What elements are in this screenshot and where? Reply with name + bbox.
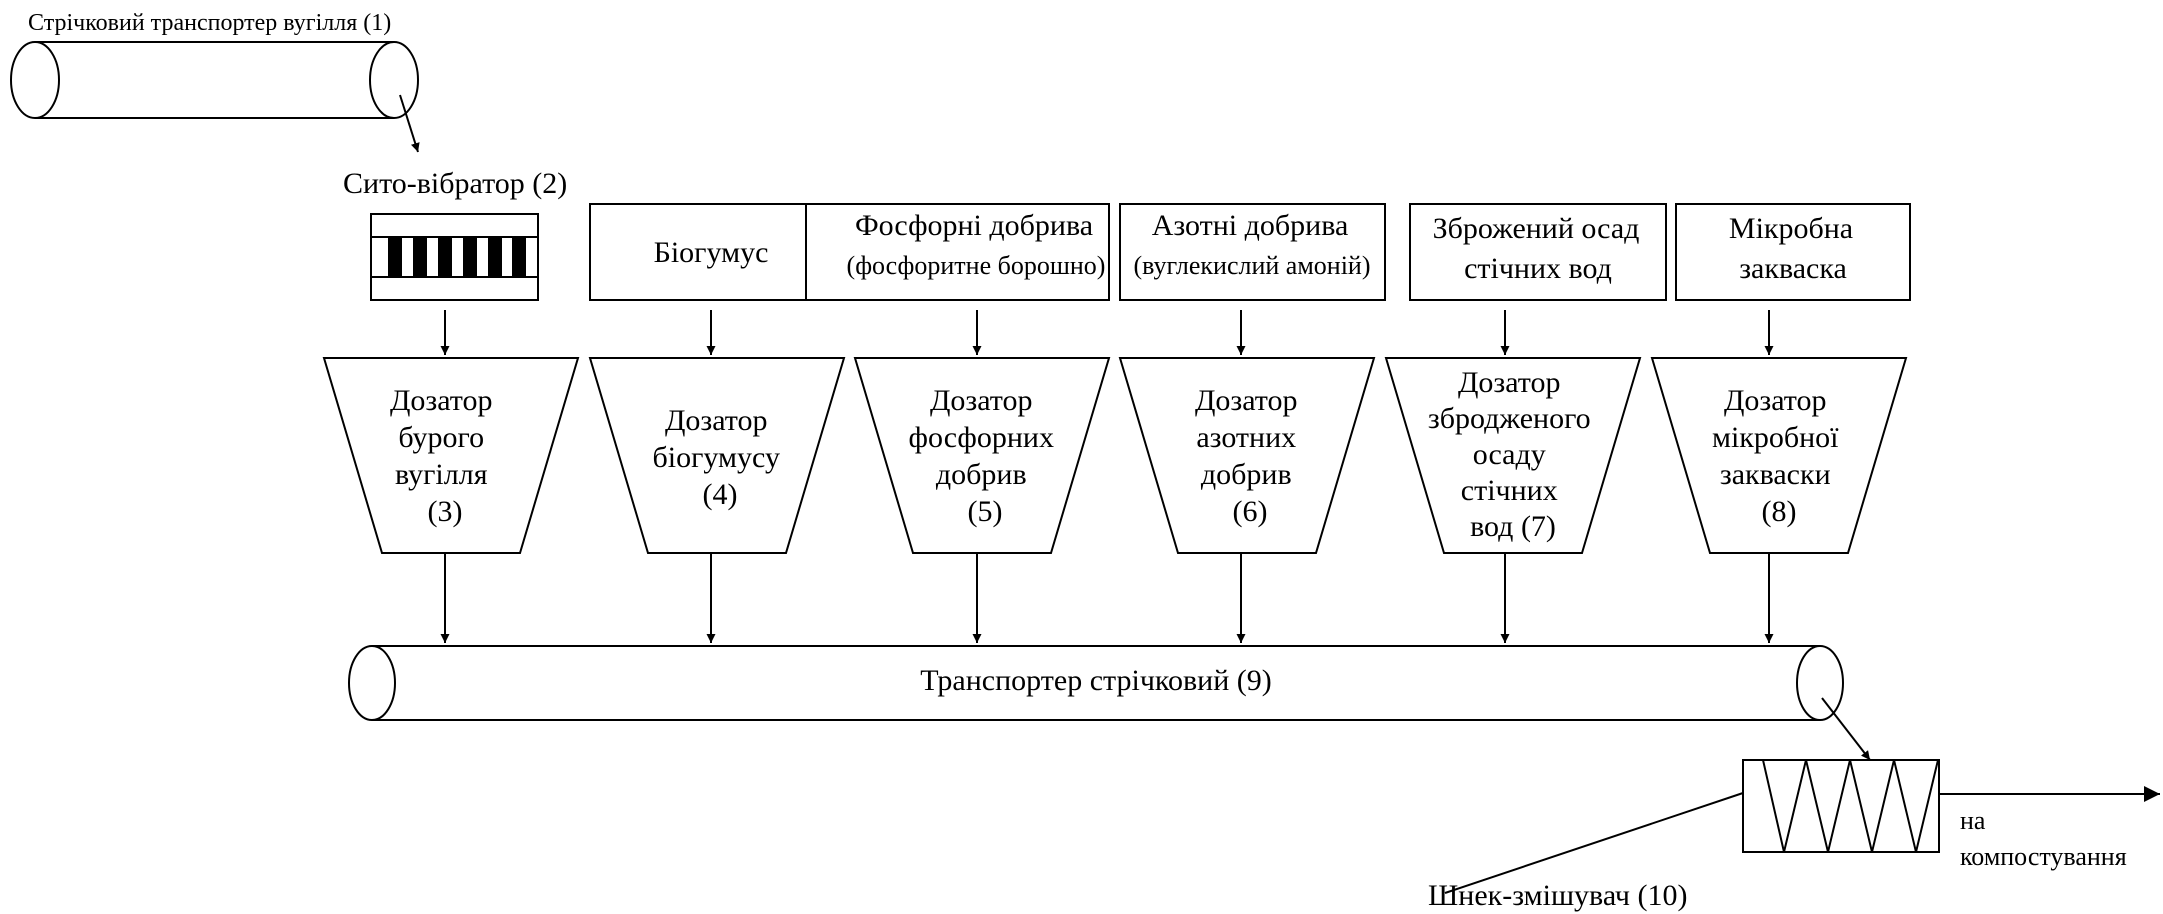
- coal-belt-conveyor: Стрічковий транспортер вугілля (1): [10, 10, 420, 153]
- coal-conveyor-label: Стрічковий транспортер вугілля (1): [28, 10, 391, 36]
- source-box-phosphorus: Фосфорні добрива (фосфоритне борошно): [847, 209, 1106, 280]
- dosers: Дозатор бурого вугілля (3) Дозатор біогу…: [322, 357, 1908, 554]
- sieve-vibrator-label: Сито-вібратор (2): [343, 167, 567, 200]
- source-box-nitrogen: Азотні добрива (вуглекислий амоній): [1134, 209, 1371, 280]
- source-box-biohumus: Біогумус: [654, 236, 769, 269]
- sieve-vibrator: Сито-вібратор (2): [343, 167, 567, 301]
- doser-biohumus: Дозатор біогумусу (4): [653, 404, 788, 511]
- doser-brown-coal: Дозатор бурого вугілля (3): [390, 384, 500, 528]
- belt-conveyor: Транспортер стрічковий (9): [348, 645, 1871, 761]
- output: на компостування: [1939, 786, 2160, 871]
- screw-mixer-label: Шнек-змішувач (10): [1428, 879, 1688, 912]
- source-boxes: Біогумус Фосфорні добрива (фосфоритне бо…: [589, 203, 1911, 301]
- belt-conveyor-label: Транспортер стрічковий (9): [920, 664, 1271, 697]
- discharge-arrows: [440, 553, 1774, 643]
- source-box-sludge: Зброжений осад стічних вод: [1433, 212, 1644, 285]
- screw-mixer: Шнек-змішувач (10): [1428, 759, 1940, 912]
- doser-phosphorus: Дозатор фосфорних добрив (5): [909, 384, 1062, 528]
- doser-microbial-starter: Дозатор мікробної закваски (8): [1712, 384, 1846, 528]
- output-label: на компостування: [1960, 806, 2127, 871]
- doser-sludge: Дозатор збродженого осаду стічних вод (7…: [1428, 366, 1598, 543]
- feed-arrows: [440, 310, 1774, 355]
- doser-nitrogen: Дозатор азотних добрив (6): [1195, 384, 1305, 528]
- source-box-microbial-starter: Мікробна закваска: [1729, 212, 1857, 285]
